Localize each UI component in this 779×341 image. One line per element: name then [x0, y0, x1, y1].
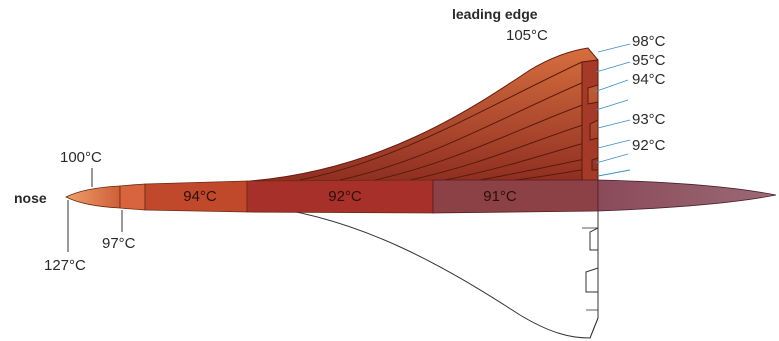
wing-band-line — [299, 61, 583, 181]
wing-leader-line — [595, 153, 629, 164]
wing-band-line — [339, 81, 585, 181]
segment-temp-label: 94°C — [183, 188, 217, 205]
nose-label: nose — [14, 190, 47, 206]
wing-leader-line — [597, 43, 631, 53]
wing-temp-label: 95°C — [632, 52, 666, 69]
leading-edge-label: leading edge — [452, 6, 538, 22]
wing-band-line — [479, 157, 591, 181]
leading-edge-temp: 105°C — [506, 27, 548, 44]
wing-leader-line — [595, 61, 631, 73]
wing-temp-label: 94°C — [632, 71, 666, 88]
wing-leader-line — [597, 169, 631, 177]
wing-temp-label: 92°C — [632, 137, 666, 154]
nose-upper-temp: 100°C — [60, 149, 102, 166]
nose-tip-temp: 127°C — [44, 257, 86, 274]
lower-elevons — [582, 207, 599, 339]
segment-temp-label: 92°C — [328, 188, 362, 205]
wing-leader-line — [593, 79, 629, 93]
segment-temp-label: 91°C — [483, 188, 517, 205]
wing-leader-line — [597, 139, 631, 149]
fuselage-nose-tip — [65, 185, 121, 209]
lower-wing — [249, 204, 599, 339]
upper-elevons — [581, 59, 599, 182]
wing-temp-label: 93°C — [632, 111, 666, 128]
wing-leader-line — [595, 99, 629, 111]
fuselage-tail — [597, 179, 777, 212]
fuselage-nose-section — [119, 183, 146, 211]
wing-band-line — [444, 141, 589, 181]
wing-leader-line — [597, 119, 631, 129]
upper-wing — [249, 47, 599, 182]
nose-lower-temp: 97°C — [102, 235, 136, 252]
wing-temp-label: 98°C — [632, 33, 666, 50]
wing-band-line — [374, 103, 586, 181]
wing-band-line — [409, 123, 587, 181]
